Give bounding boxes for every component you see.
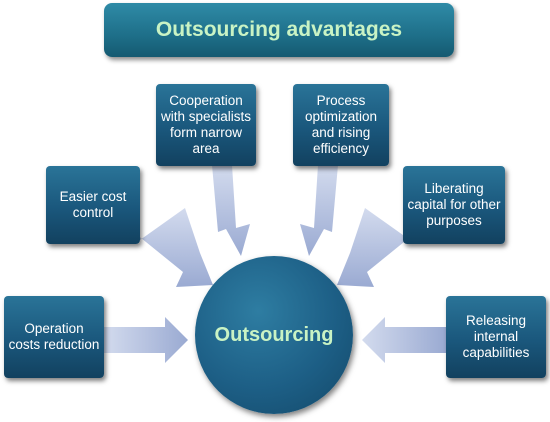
item-label: Operation costs reduction <box>8 321 100 352</box>
item-liberating-capital: Liberating capital for other purposes <box>403 166 505 244</box>
arrow-right <box>362 317 446 363</box>
item-label: Cooperation with specialists form narrow… <box>160 93 252 156</box>
arrow-left <box>104 317 188 363</box>
item-label: Easier cost control <box>59 189 127 220</box>
item-cooperation-specialists: Cooperation with specialists form narrow… <box>156 84 256 166</box>
arrow-top-right <box>300 165 338 256</box>
item-label: Releasing internal capabilities <box>462 313 530 360</box>
item-operation-costs: Operation costs reduction <box>4 296 104 378</box>
arrow-top-left <box>212 165 250 256</box>
item-easier-cost-control: Easier cost control <box>46 166 140 244</box>
item-process-optimization: Process optimization and rising efficien… <box>293 84 389 166</box>
item-label: Liberating capital for other purposes <box>407 181 501 228</box>
center-circle: Outsourcing <box>195 256 353 414</box>
arrow-upper-left <box>125 208 213 287</box>
item-label: Process optimization and rising efficien… <box>304 93 378 156</box>
page-title: Outsourcing advantages <box>104 3 454 57</box>
center-label: Outsourcing <box>214 323 334 346</box>
item-releasing-capabilities: Releasing internal capabilities <box>446 296 546 378</box>
arrow-upper-right <box>337 208 425 287</box>
